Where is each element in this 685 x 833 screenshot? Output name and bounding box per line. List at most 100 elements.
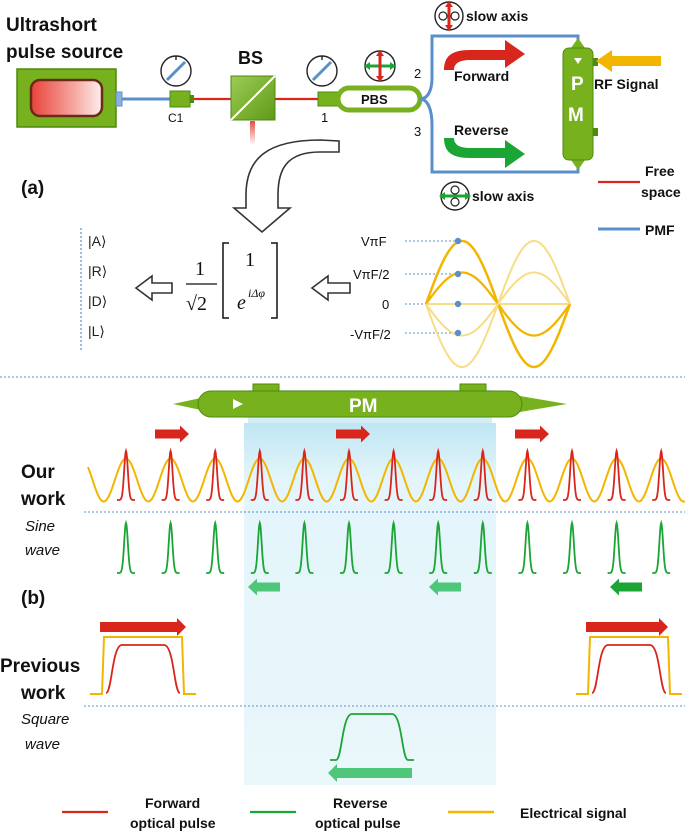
voltage-label-vpi: VπF (361, 234, 387, 249)
reverse-pulse-3 (250, 519, 269, 574)
panel-label-b: (b) (21, 588, 45, 609)
square-pulse-right-optical (591, 644, 667, 694)
square-forward-arrow-right (586, 618, 668, 636)
reverse-pulse-9 (518, 519, 537, 574)
rf-signal-label: RF Signal (594, 76, 659, 92)
square-wave-row (90, 618, 682, 782)
part-b: PM Our work Sine wave (b) Previous work … (0, 383, 685, 831)
voltage-label-neg-vpi-half: -VπF/2 (350, 327, 391, 342)
square-wave-line1: Square (21, 711, 69, 728)
reverse-pulse-2 (206, 519, 225, 574)
square-pulse-left-optical (105, 644, 181, 694)
bent-arrow (231, 139, 340, 234)
voltage-point-1 (454, 270, 462, 278)
reverse-arrow-3 (610, 578, 642, 596)
sine-wave-line2: wave (25, 542, 60, 559)
polarization-icon-c1 (160, 55, 192, 87)
square-pulse-left-electrical (90, 636, 196, 695)
reverse-pulse-7 (429, 519, 448, 574)
forward-pulse-0 (117, 447, 135, 501)
forward-label: Forward (454, 68, 509, 84)
forward-arrow-1 (155, 425, 189, 443)
reverse-pulses-row (117, 519, 671, 574)
pm-horizontal-label: PM (349, 396, 378, 417)
waveform-vpi-half-inverse (425, 271, 571, 337)
forward-pulse-12 (652, 447, 671, 501)
part-a: Ultrashort pulse source C1 BS (6, 1, 681, 369)
bs-label: BS (238, 48, 263, 68)
pm-letter-m: M (568, 105, 584, 126)
coupler-c1 (169, 90, 194, 108)
rf-arrow (596, 50, 661, 72)
slow-axis-top-label: slow axis (466, 8, 528, 24)
voltage-point-0 (454, 237, 462, 245)
forward-pulse-8 (473, 447, 492, 501)
pmf-loop (419, 34, 580, 174)
reverse-pulse-6 (384, 519, 403, 574)
pm-letter-p: P (571, 74, 584, 95)
reverse-pulse-1 (161, 519, 180, 574)
square-forward-arrow-left (100, 618, 186, 636)
legend-forward-line1: Forward (145, 795, 200, 811)
previous-work-line1: Previous (0, 656, 80, 677)
matrix-top: 1 (245, 249, 255, 271)
state-a: |A⟩ (88, 233, 106, 249)
slow-axis-bottom-label: slow axis (472, 188, 534, 204)
source-label-line2: pulse source (6, 42, 123, 63)
matrix-exponent: iΔφ (248, 286, 265, 300)
source-label-line1: Ultrashort (6, 15, 97, 36)
forward-arrows-row (155, 425, 549, 443)
reverse-label: Reverse (454, 122, 509, 138)
reverse-pulse-0 (117, 519, 135, 574)
port1-label: 1 (321, 110, 328, 125)
hollow-arrow-left-1 (134, 274, 173, 302)
previous-work-line2: work (20, 683, 66, 704)
polarization-icon-pbs (364, 50, 396, 82)
state-matrix: 1 √2 1 e iΔφ (186, 242, 278, 319)
polarization-icon-bs (306, 55, 338, 87)
port2-label: 2 (414, 66, 421, 81)
legend-pmf-label: PMF (645, 222, 675, 238)
legend-forward-line2: optical pulse (130, 815, 216, 831)
voltage-point-3 (454, 329, 462, 337)
hollow-arrow-left-2 (310, 274, 351, 302)
phase-modulator-horizontal (173, 383, 567, 418)
forward-pulse-9 (518, 447, 537, 501)
forward-pulse-10 (563, 447, 581, 501)
forward-arrow-2 (336, 425, 370, 443)
forward-pulse-1 (161, 447, 180, 501)
port3-label: 3 (414, 124, 421, 139)
voltage-label-zero: 0 (382, 297, 389, 312)
square-pulse-reverse (330, 713, 414, 761)
legend-free-space-line2: space (641, 184, 681, 200)
reverse-arrow-1 (248, 578, 280, 596)
legend-reverse-line1: Reverse (333, 795, 388, 811)
forward-pulse-11 (607, 447, 626, 501)
reverse-pulse-4 (295, 519, 314, 574)
beam-splitter (230, 75, 276, 121)
reverse-pulse-11 (607, 519, 626, 574)
square-wave-line2: wave (25, 736, 60, 753)
forward-arrow-3 (515, 425, 549, 443)
reverse-pulse-5 (340, 519, 358, 574)
pbs-label: PBS (361, 92, 388, 107)
square-pulse-right-electrical (576, 636, 682, 695)
coupler-c1-label: C1 (168, 111, 184, 125)
forward-pulse-3 (250, 447, 269, 501)
reverse-pulse-10 (563, 519, 581, 574)
forward-pulse-6 (384, 447, 403, 501)
reverse-arrows-row (248, 578, 642, 596)
our-work-line2: work (20, 489, 66, 510)
overlap-region (244, 423, 496, 785)
legend-free-space-line1: Free (645, 163, 675, 179)
state-r: |R⟩ (88, 263, 107, 279)
forward-pulse-7 (429, 447, 448, 501)
reverse-arrow (444, 138, 525, 168)
forward-arrow (444, 40, 525, 70)
legend-reverse-line2: optical pulse (315, 815, 401, 831)
state-l: |L⟩ (88, 323, 105, 339)
phase-modulator-vertical (562, 38, 598, 170)
square-reverse-arrow (328, 764, 412, 782)
sine-wave-line1: Sine (25, 518, 55, 535)
